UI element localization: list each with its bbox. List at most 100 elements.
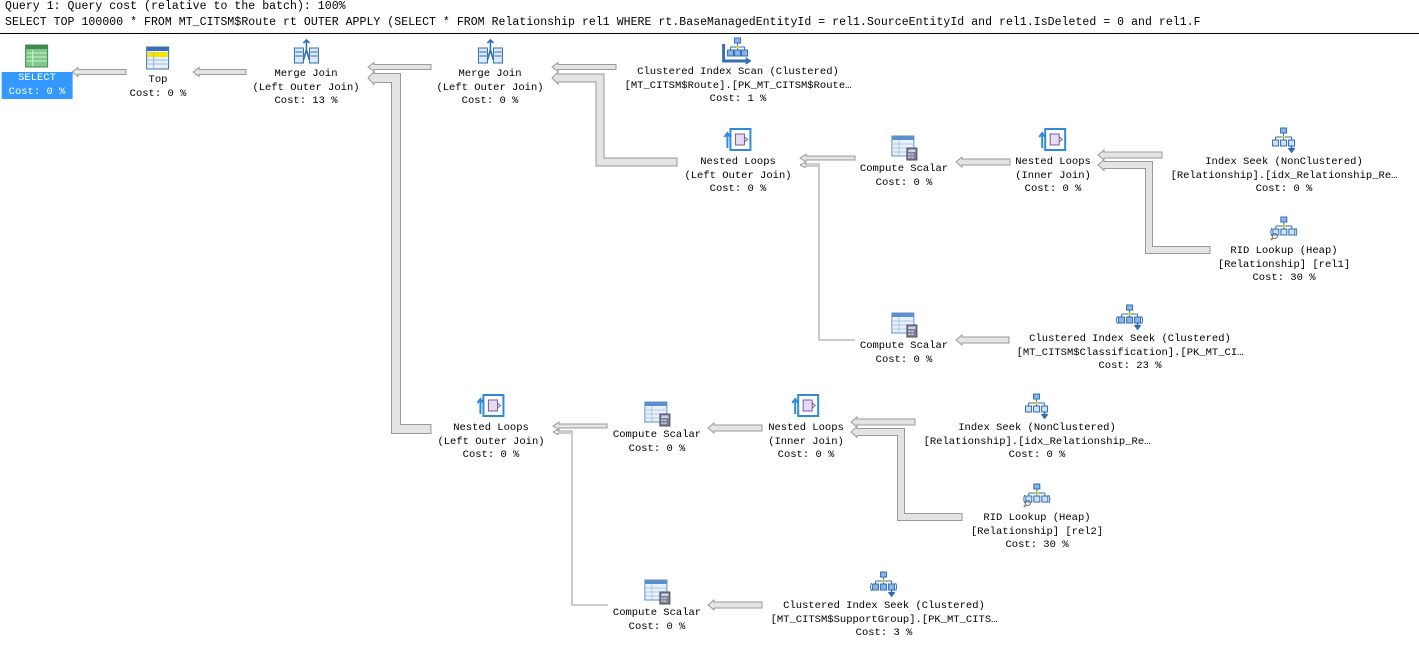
node-text: Index Seek (NonClustered)[Relationship].… <box>921 422 1154 463</box>
plan-node-nl1[interactable]: Nested Loops(Left Outer Join)Cost: 0 % <box>681 126 794 197</box>
plan-node-merge1[interactable]: Merge Join(Left Outer Join)Cost: 13 % <box>249 38 362 109</box>
node-cost: Cost: 0 % <box>709 183 767 195</box>
node-text: Nested Loops(Left Outer Join)Cost: 0 % <box>434 422 547 463</box>
node-operator: Compute Scalar <box>612 607 702 619</box>
compute-scalar-icon <box>888 310 920 338</box>
nested-loops-icon <box>790 392 822 420</box>
node-operator: Compute Scalar <box>612 429 702 441</box>
node-operator: Nested Loops <box>453 422 529 434</box>
node-operator: Nested Loops <box>700 156 776 168</box>
flow-arrow <box>707 421 763 435</box>
node-detail: [Relationship] [rel1] <box>1217 258 1351 271</box>
nested-loops-icon <box>1037 126 1069 154</box>
node-operator: Index Seek (NonClustered) <box>958 422 1116 434</box>
flow-arrow <box>707 598 763 612</box>
node-text: Merge Join(Left Outer Join)Cost: 13 % <box>249 68 362 109</box>
flow-arrow <box>551 61 617 73</box>
plan-node-ciseek1[interactable]: Clustered Index Seek (Clustered)[MT_CITS… <box>1014 303 1247 374</box>
flow-arrow-elbow <box>367 70 432 434</box>
node-cost: Cost: 0 % <box>461 95 519 107</box>
flow-arrow-elbow <box>1097 158 1211 254</box>
plan-node-rid2[interactable]: RID Lookup (Heap)[Relationship] [rel2]Co… <box>968 482 1106 553</box>
node-detail: [MT_CITSM$Route].[PK_MT_CITSM$Route… <box>624 79 852 92</box>
node-text: Nested Loops(Inner Join)Cost: 0 % <box>765 422 847 463</box>
node-cost: Cost: 13 % <box>274 95 338 107</box>
node-operator: RID Lookup (Heap) <box>983 512 1091 524</box>
flow-arrow-elbow <box>850 425 963 521</box>
flow-arrow <box>799 153 856 163</box>
node-operator: Merge Join <box>458 68 522 80</box>
node-detail: [MT_CITSM$Classification].[PK_MT_CI… <box>1016 346 1244 359</box>
node-cost: Cost: 30 % <box>1005 539 1069 551</box>
nested-loops-icon <box>722 126 754 154</box>
compute-scalar-icon <box>641 399 673 427</box>
node-operator: SELECT <box>18 72 56 84</box>
node-text: Index Seek (NonClustered)[Relationship].… <box>1168 156 1401 197</box>
plan-node-nl3[interactable]: Nested Loops(Left Outer Join)Cost: 0 % <box>434 392 547 463</box>
node-text: Clustered Index Seek (Clustered)[MT_CITS… <box>1014 333 1247 374</box>
node-cost: Cost: 0 % <box>875 176 933 189</box>
node-operator: Merge Join <box>274 68 338 80</box>
flow-arrow <box>1097 148 1163 162</box>
node-operator: Compute Scalar <box>859 163 949 175</box>
node-cost: Cost: 3 % <box>855 627 913 639</box>
node-detail: (Left Outer Join) <box>252 81 360 94</box>
clustered-index-seek-icon <box>1114 303 1146 331</box>
node-cost: Cost: 0 % <box>628 620 686 633</box>
node-text: Clustered Index Seek (Clustered)[MT_CITS… <box>768 600 1001 641</box>
rid-lookup-icon <box>1021 482 1053 510</box>
flow-arrow <box>850 415 916 429</box>
plan-node-nl4[interactable]: Nested Loops(Inner Join)Cost: 0 % <box>765 392 847 463</box>
flow-arrow <box>552 421 608 431</box>
nested-loops-icon <box>475 392 507 420</box>
node-operator: Nested Loops <box>1015 156 1091 168</box>
node-operator: Index Seek (NonClustered) <box>1205 156 1363 168</box>
node-text: RID Lookup (Heap)[Relationship] [rel1]Co… <box>1215 245 1353 286</box>
node-detail: (Inner Join) <box>1015 169 1091 182</box>
plan-node-nl2[interactable]: Nested Loops(Inner Join)Cost: 0 % <box>1012 126 1094 197</box>
node-detail: (Inner Join) <box>768 435 844 448</box>
flow-arrow-thin <box>799 161 855 341</box>
node-operator: Nested Loops <box>768 422 844 434</box>
node-detail: (Left Outer Join) <box>437 435 545 448</box>
node-operator: Compute Scalar <box>859 340 949 352</box>
merge-join-icon <box>474 38 506 66</box>
flow-arrow <box>955 155 1011 169</box>
node-text: Merge Join(Left Outer Join)Cost: 0 % <box>433 68 546 109</box>
node-text: RID Lookup (Heap)[Relationship] [rel2]Co… <box>968 512 1106 553</box>
node-detail: [Relationship] [rel2] <box>970 525 1104 538</box>
plan-node-merge2[interactable]: Merge Join(Left Outer Join)Cost: 0 % <box>433 38 546 109</box>
node-cost: Cost: 0 % <box>8 85 66 98</box>
node-detail: [Relationship].[idx_Relationship_Re… <box>1170 169 1398 182</box>
node-cost: Cost: 23 % <box>1098 360 1162 372</box>
node-detail: [Relationship].[idx_Relationship_Re… <box>923 435 1151 448</box>
node-text: Nested Loops(Left Outer Join)Cost: 0 % <box>681 156 794 197</box>
plan-node-is1[interactable]: Index Seek (NonClustered)[Relationship].… <box>1168 126 1401 197</box>
index-seek-icon <box>1021 392 1053 420</box>
compute-scalar-icon <box>888 133 920 161</box>
plan-node-ciseek2[interactable]: Clustered Index Seek (Clustered)[MT_CITS… <box>768 570 1001 641</box>
node-cost: Cost: 0 % <box>462 449 520 461</box>
plan-node-rid1[interactable]: RID Lookup (Heap)[Relationship] [rel1]Co… <box>1215 215 1353 286</box>
node-operator: Clustered Index Seek (Clustered) <box>783 600 985 612</box>
node-detail: (Left Outer Join) <box>436 81 544 94</box>
node-cost: Cost: 1 % <box>709 93 767 105</box>
node-operator: Clustered Index Scan (Clustered) <box>637 66 839 78</box>
plan-node-is2[interactable]: Index Seek (NonClustered)[Relationship].… <box>921 392 1154 463</box>
node-operator: Clustered Index Seek (Clustered) <box>1029 333 1231 345</box>
plan-node-ciscan[interactable]: Clustered Index Scan (Clustered)[MT_CITS… <box>622 36 855 107</box>
top-icon <box>142 44 174 72</box>
flow-arrow <box>192 66 247 78</box>
